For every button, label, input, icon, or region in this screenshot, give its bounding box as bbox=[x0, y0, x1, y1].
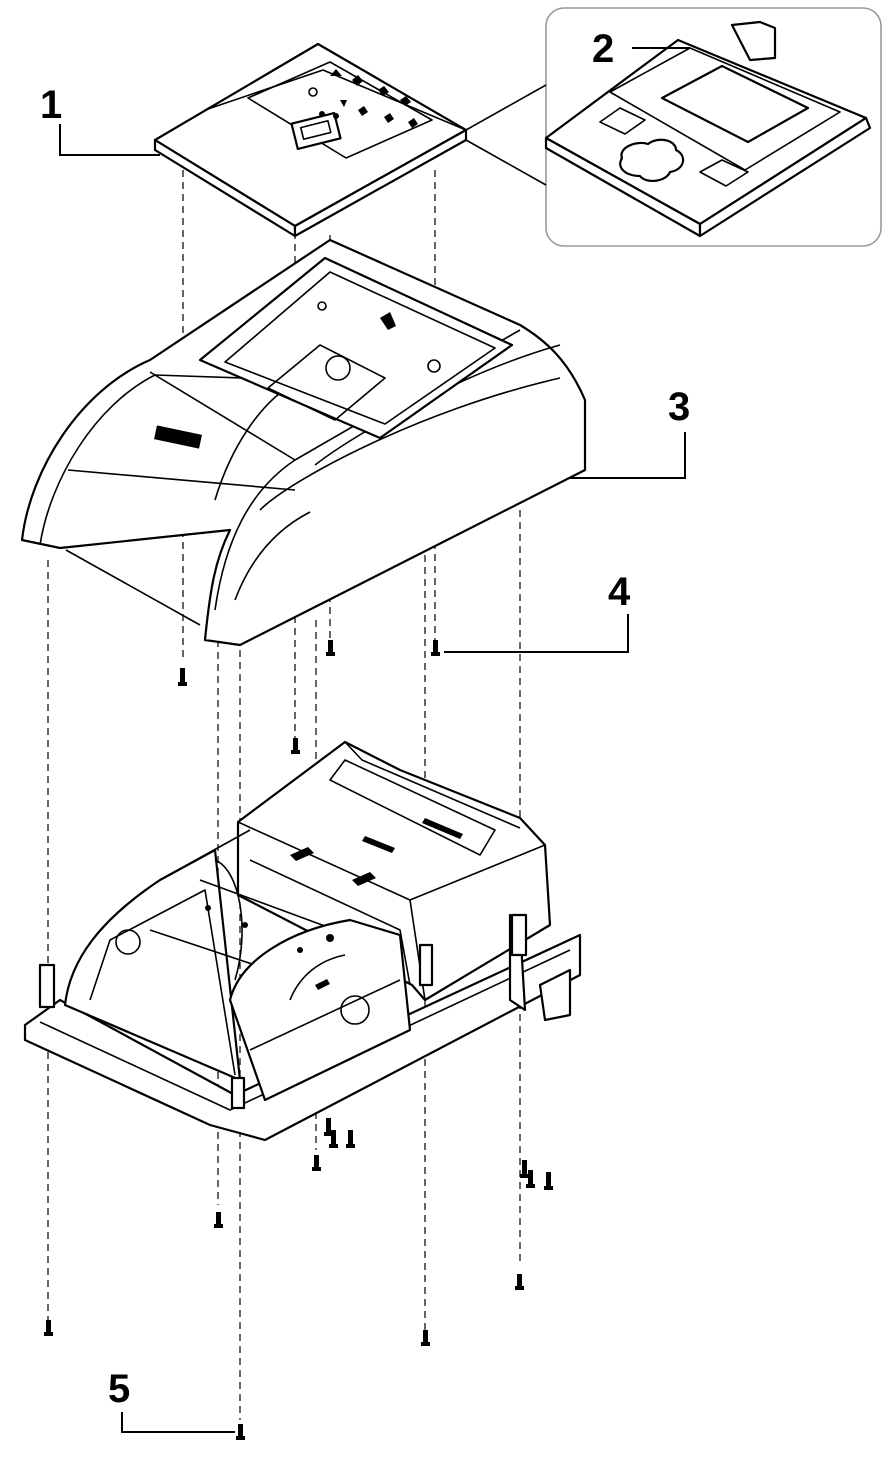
callout-4-label: 4 bbox=[608, 570, 631, 614]
screw-head bbox=[178, 682, 187, 686]
screw-head bbox=[291, 750, 300, 754]
callout-1-label: 1 bbox=[40, 83, 62, 127]
screw-head bbox=[326, 652, 335, 656]
screw bbox=[216, 1212, 221, 1226]
soft-key-right bbox=[699, 159, 749, 187]
panel-button-icons bbox=[308, 69, 418, 128]
screw bbox=[326, 1118, 331, 1134]
control-panel-cover bbox=[153, 42, 468, 238]
lcd-screen bbox=[660, 64, 810, 144]
screw-head bbox=[544, 1186, 553, 1190]
screw bbox=[546, 1172, 551, 1188]
screw-head bbox=[526, 1184, 535, 1188]
lcd-control-panel bbox=[544, 20, 872, 238]
screw-head bbox=[515, 1286, 524, 1290]
callout-3: 3 bbox=[570, 385, 690, 479]
housing-screws bbox=[178, 640, 440, 754]
screw-head bbox=[214, 1224, 223, 1228]
screw-head bbox=[312, 1167, 321, 1171]
mounting-post bbox=[230, 1076, 246, 1110]
callout-5: 5 bbox=[108, 1367, 235, 1433]
screw bbox=[348, 1130, 353, 1146]
screw bbox=[331, 1130, 336, 1146]
screw bbox=[528, 1170, 533, 1186]
screw bbox=[423, 1330, 428, 1344]
screw-head bbox=[329, 1144, 338, 1148]
callout-4: 4 bbox=[444, 570, 631, 653]
top-housing bbox=[20, 238, 587, 647]
screw-head bbox=[421, 1342, 430, 1346]
screw bbox=[46, 1320, 51, 1334]
screw bbox=[238, 1424, 243, 1438]
navigation-pad bbox=[619, 138, 685, 182]
screw-head bbox=[324, 1132, 333, 1136]
soft-key-left bbox=[599, 107, 646, 135]
printer-chassis bbox=[23, 740, 582, 1142]
screw bbox=[180, 668, 185, 684]
screw bbox=[433, 640, 438, 654]
screw bbox=[517, 1274, 522, 1288]
callout-3-label: 3 bbox=[668, 385, 690, 429]
screw-head bbox=[520, 1174, 529, 1178]
mounting-post bbox=[38, 963, 56, 1009]
screw bbox=[328, 640, 333, 654]
callout-2-label: 2 bbox=[592, 27, 614, 71]
callout-5-label: 5 bbox=[108, 1367, 130, 1411]
brand-logo-badge bbox=[154, 425, 202, 449]
screw bbox=[293, 738, 298, 752]
screw-head bbox=[236, 1436, 245, 1440]
screw-head bbox=[346, 1144, 355, 1148]
callout-1: 1 bbox=[40, 83, 160, 156]
screw-head bbox=[44, 1332, 53, 1336]
lcd-panel-inset: 2 bbox=[465, 7, 882, 247]
screw bbox=[522, 1160, 527, 1176]
mounting-post bbox=[418, 943, 434, 987]
screw-head bbox=[431, 652, 440, 656]
mounting-post bbox=[510, 913, 528, 957]
screw bbox=[314, 1155, 319, 1169]
chassis-screws bbox=[44, 1118, 553, 1440]
